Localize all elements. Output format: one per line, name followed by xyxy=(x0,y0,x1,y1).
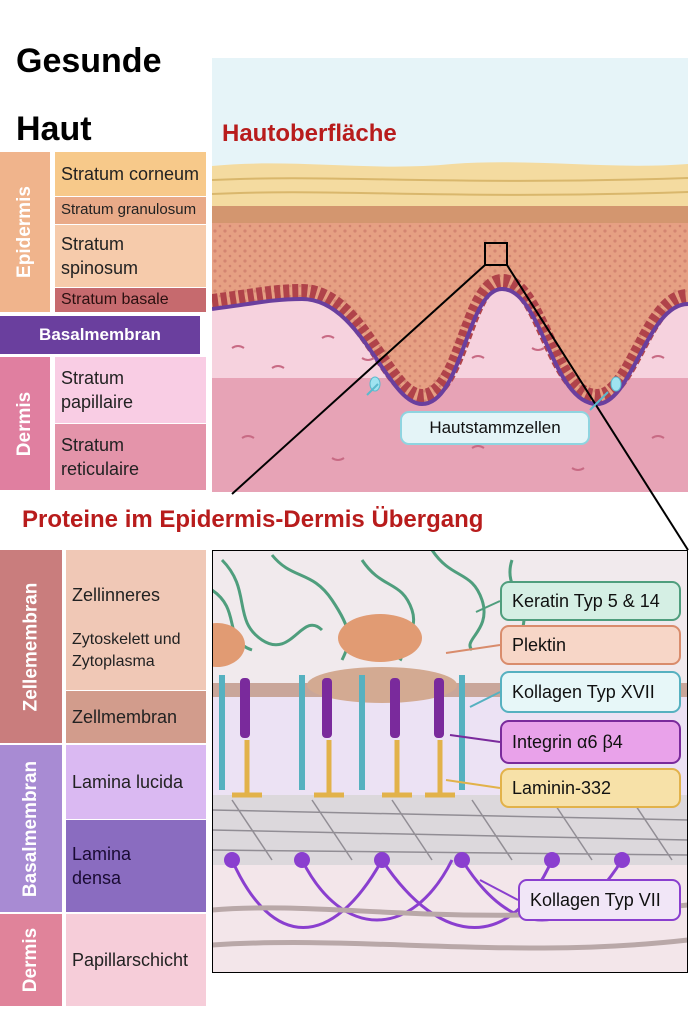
collagen-xvii-molecules xyxy=(219,675,465,790)
zoom-line-right xyxy=(506,264,689,551)
label-integrin: Integrin α6 β4 xyxy=(500,720,681,764)
cell-texture xyxy=(212,218,688,403)
anchoring-nodes xyxy=(224,852,630,868)
laminin-molecules xyxy=(232,740,455,798)
laminin-pointer xyxy=(445,779,501,789)
granulosum-band xyxy=(212,203,688,223)
layer-papillarschicht: Papillarschicht xyxy=(66,914,206,1006)
hemidesmosome-plaque xyxy=(307,667,457,703)
group-label-dermis-top: Dermis xyxy=(0,357,50,490)
label-keratin: Keratin Typ 5 & 14 xyxy=(500,581,681,621)
layer-stratum-corneum: Stratum corneum xyxy=(55,152,206,196)
papillary-dermis-region xyxy=(212,288,688,403)
fibroblast-marks xyxy=(231,335,665,471)
layer-zytoskelett: Zytoskelett und Zytoplasma xyxy=(66,612,206,690)
stem-cell-1 xyxy=(369,376,381,392)
zoom-line-left xyxy=(231,264,486,495)
layer-stratum-basale: Stratum basale xyxy=(55,288,206,312)
stem-cells-label: Hautstammzellen xyxy=(400,411,590,445)
integrin-molecules xyxy=(240,678,444,738)
stem-arrow-1 xyxy=(366,383,379,396)
keratin-pointer xyxy=(475,600,501,613)
proteins-heading: Proteine im Epidermis-Dermis Übergang xyxy=(22,506,484,533)
layer-zellmembran: Zellmembran xyxy=(66,691,206,743)
label-laminin: Laminin-332 xyxy=(500,768,681,808)
stem-arrow-2 xyxy=(589,391,609,411)
layer-basalmembran: Basalmembran xyxy=(0,316,200,354)
layer-stratum-granulosum: Stratum granulosum xyxy=(55,197,206,224)
basal-cell-layer xyxy=(212,273,688,404)
title-line-1: Gesunde xyxy=(16,42,162,80)
group-label-basalmembran: Basalmembran xyxy=(0,745,62,912)
title-line-2: Haut xyxy=(16,110,92,148)
layer-stratum-papillaire: Stratum papillaire xyxy=(55,357,206,423)
stem-cell-2 xyxy=(610,376,622,392)
corneum-line-2 xyxy=(212,191,688,196)
corneum-line-1 xyxy=(212,177,688,182)
plectin-blob-1 xyxy=(338,614,422,662)
integrin-pointer xyxy=(449,734,501,743)
lamina-densa-mesh xyxy=(212,799,688,861)
label-plektin: Plektin xyxy=(500,625,681,665)
plektin-pointer xyxy=(445,644,501,654)
layer-lamina-densa: Lamina densa xyxy=(66,820,206,912)
skin-cross-section-illustration xyxy=(212,58,688,492)
layer-lamina-lucida: Lamina lucida xyxy=(66,745,206,819)
layer-stratum-spinosum: Stratum spinosum xyxy=(55,225,206,287)
group-label-epidermis: Epidermis xyxy=(0,152,50,312)
skin-surface-label: Hautoberfläche xyxy=(222,120,397,147)
zoom-box xyxy=(484,242,508,266)
basement-membrane-line xyxy=(212,286,688,407)
kollagen7-pointer xyxy=(479,879,519,901)
group-label-dermis-bottom: Dermis xyxy=(0,914,62,1006)
label-kollagen-vii: Kollagen Typ VII xyxy=(518,879,681,921)
layer-stratum-reticulaire: Stratum reticulaire xyxy=(55,424,206,490)
group-label-zellmembran: Zellemembran xyxy=(0,550,62,743)
kollagen17-pointer xyxy=(469,691,501,708)
label-kollagen-xvii: Kollagen Typ XVII xyxy=(500,671,681,713)
plectin-blob-2 xyxy=(212,623,245,667)
